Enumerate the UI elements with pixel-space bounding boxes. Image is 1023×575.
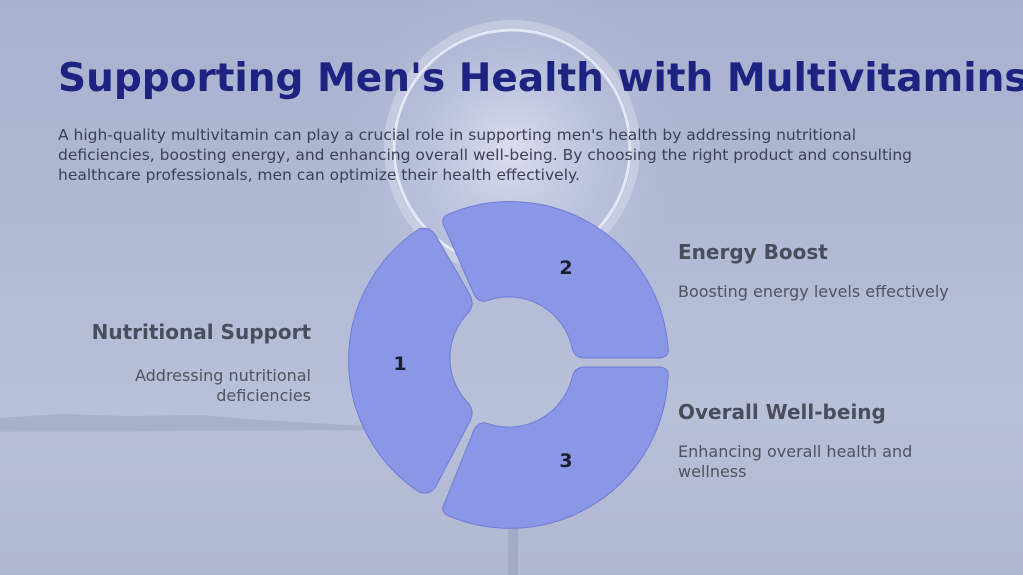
intro-paragraph: A high-quality multivitamin can play a c…: [58, 126, 913, 184]
label-title: Energy Boost: [678, 240, 828, 264]
segment-1-number: 1: [393, 353, 406, 375]
label-title: Overall Well-being: [678, 400, 886, 424]
label-description: Addressing nutritional deficiencies: [134, 366, 311, 405]
page-title: Supporting Men's Health with Multivitami…: [58, 56, 1023, 101]
segment-2-number: 2: [559, 257, 572, 279]
segment-1-shape[interactable]: [348, 227, 473, 494]
label-energy-boost: Energy Boost Boosting energy levels effe…: [678, 240, 978, 302]
segment-2-shape[interactable]: [442, 201, 669, 359]
label-overall-well-being: Overall Well-being Enhancing overall hea…: [678, 400, 918, 482]
label-title: Nutritional Support: [91, 320, 311, 344]
label-description: Boosting energy levels effectively: [678, 282, 949, 301]
label-nutritional-support: Nutritional Support Addressing nutrition…: [51, 320, 311, 406]
segment-3-number: 3: [559, 450, 572, 472]
label-description: Enhancing overall health and wellness: [678, 442, 913, 481]
segment-3-shape[interactable]: [442, 366, 669, 529]
